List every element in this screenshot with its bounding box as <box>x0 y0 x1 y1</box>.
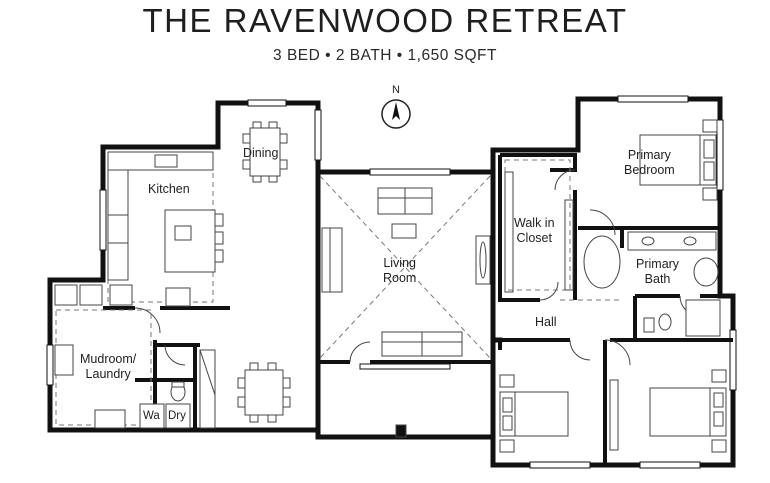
room-label-dining: Dining <box>243 146 279 160</box>
room-label-primary-bedroom-line1: Primary <box>627 148 671 162</box>
room-label-kitchen: Kitchen <box>148 182 190 196</box>
room-label-primary-bath: Primary Bath <box>636 257 679 287</box>
room-label-walkin-line2: Closet <box>516 231 552 245</box>
room-label-primary-bath-line1: Primary <box>636 257 680 271</box>
plan-subtitle: 3 BED • 2 BATH • 1,650 SQFT <box>273 47 497 64</box>
room-label-hall: Hall <box>535 315 557 329</box>
window-strips <box>46 95 737 469</box>
interior-walls <box>103 153 733 465</box>
room-label-living: Living Room <box>383 256 416 286</box>
furniture <box>54 119 727 453</box>
room-label-primary-bedroom: Primary Bedroom <box>624 148 675 178</box>
room-label-primary-bath-line2: Bath <box>644 272 671 286</box>
room-label-mudroom-line1: Mudroom/ <box>80 352 137 366</box>
washer-label: Wa <box>143 410 160 422</box>
dryer-label: Dry <box>168 410 186 422</box>
compass-arrow-icon <box>381 99 411 129</box>
north-compass: N <box>380 84 412 132</box>
room-label-primary-bedroom-line2: Bedroom <box>624 163 675 177</box>
plan-title: THE RAVENWOOD RETREAT <box>142 2 628 39</box>
room-label-walkin-closet: Walk in Closet <box>514 216 555 246</box>
room-label-living-line1: Living <box>383 256 416 270</box>
compass-north-label: N <box>392 84 400 96</box>
room-label-mudroom: Mudroom/ Laundry <box>80 352 136 382</box>
room-label-walkin-line1: Walk in <box>514 216 555 230</box>
room-label-living-line2: Room <box>383 271 417 285</box>
room-label-mudroom-line2: Laundry <box>85 367 131 381</box>
